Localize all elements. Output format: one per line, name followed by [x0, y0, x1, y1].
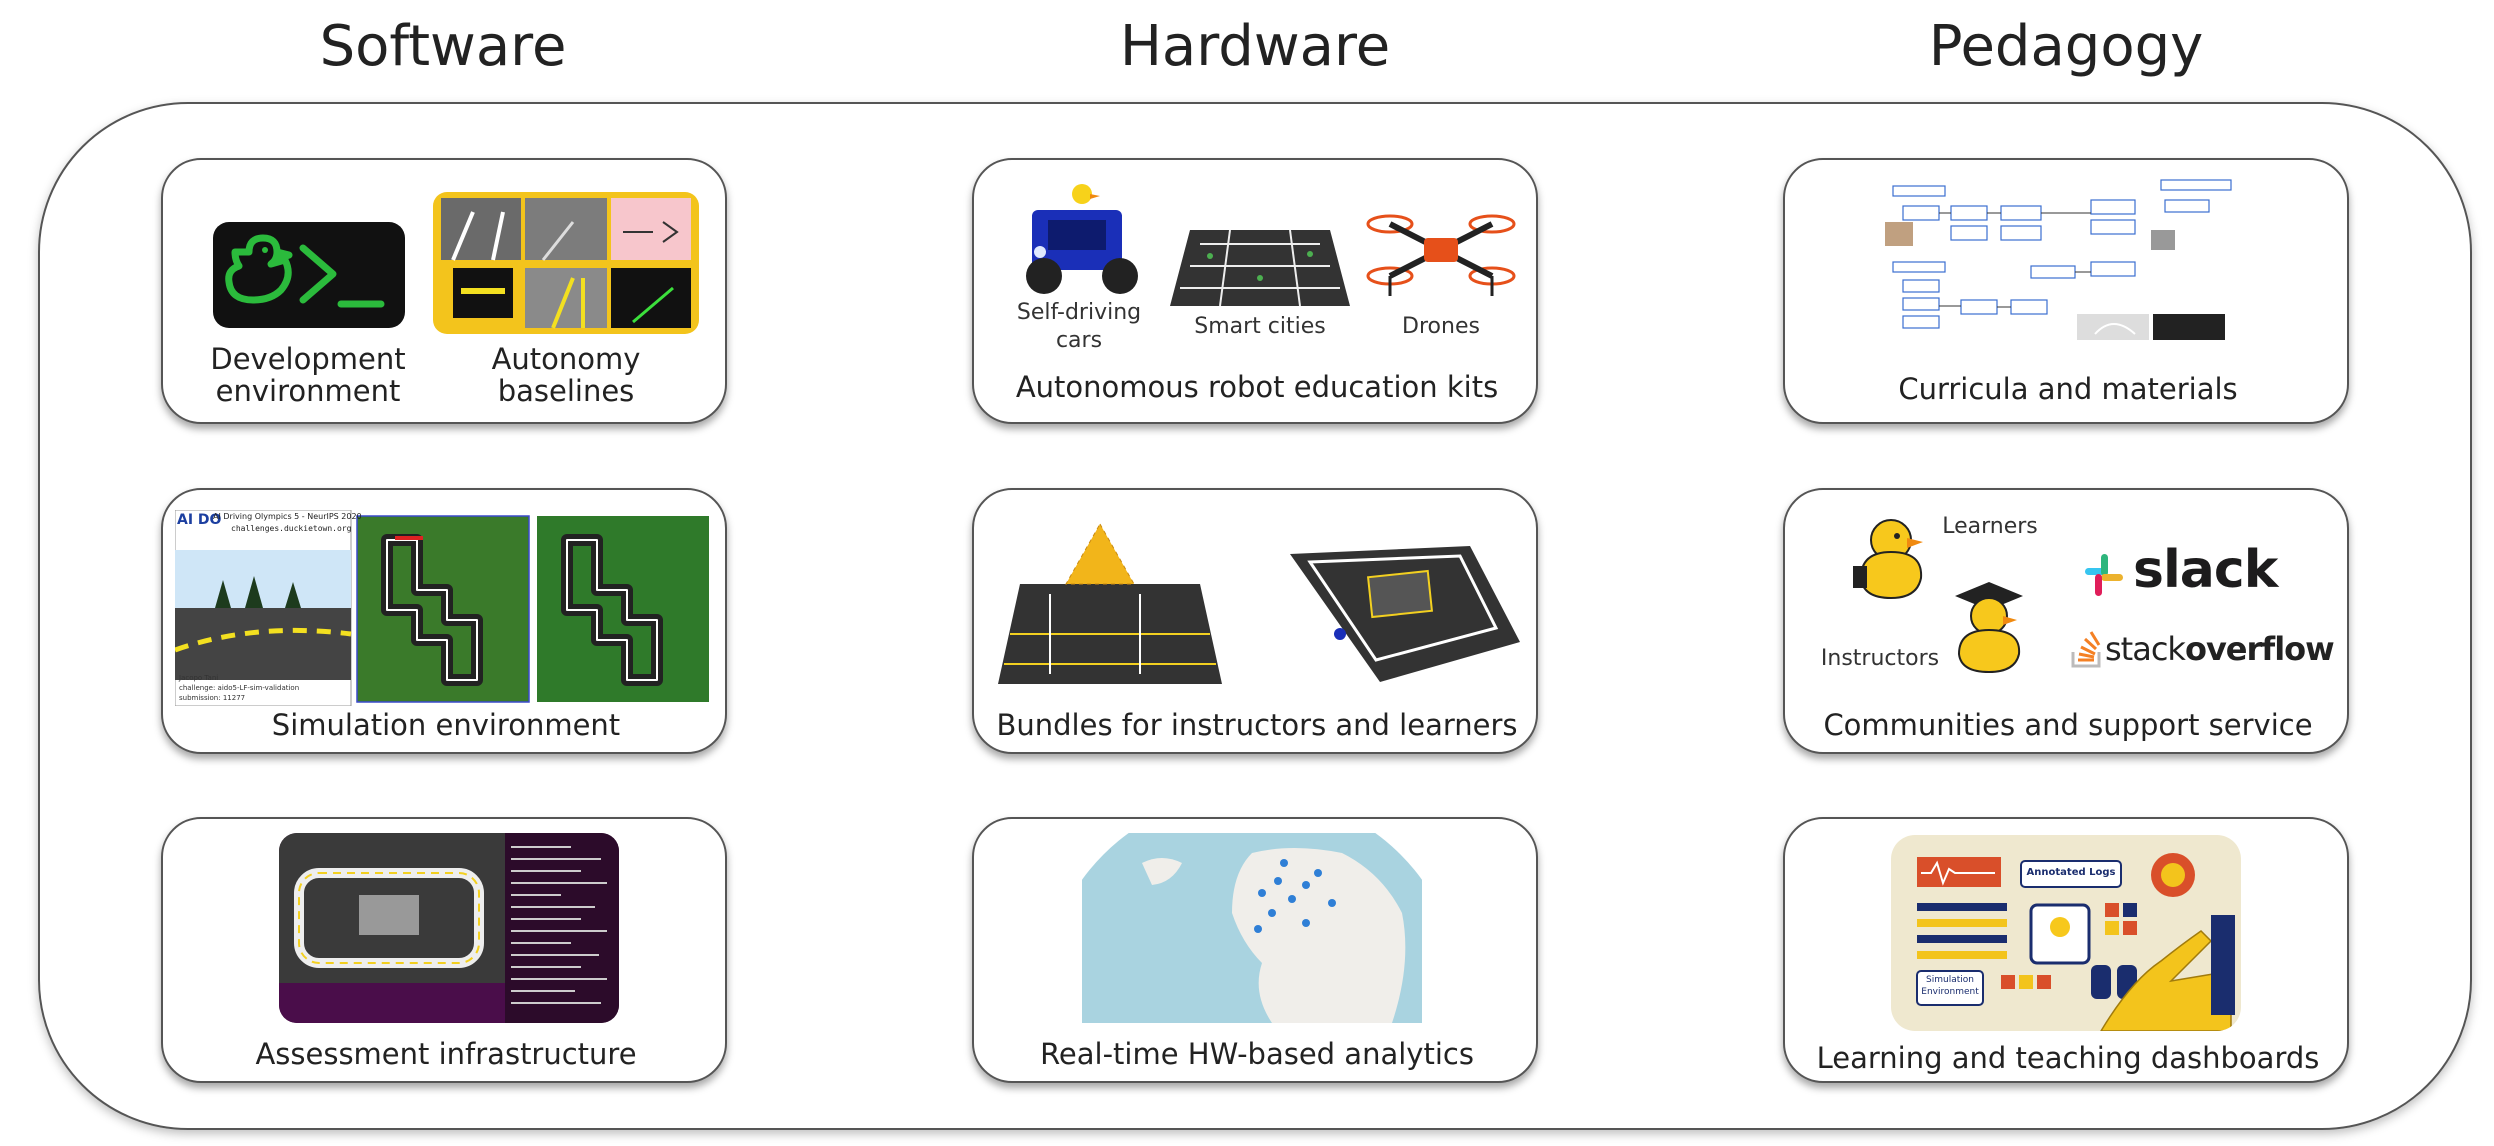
- communities-label: Communities and support service: [1823, 708, 2313, 742]
- curricula-label: Curricula and materials: [1898, 372, 2238, 406]
- autonomy-baselines-image: [433, 192, 699, 334]
- instructor-duck-icon: [1945, 580, 2031, 676]
- drones-label: Drones: [1402, 314, 1480, 339]
- drone-image: [1360, 196, 1522, 306]
- cars-label-line2: cars: [1055, 328, 1103, 353]
- dashboard-annotated-logs: Annotated Logs: [2026, 867, 2116, 878]
- pedagogy-column-title: Pedagogy: [1928, 14, 2204, 79]
- slack-logo-icon: [2079, 550, 2129, 600]
- simulation-label: Simulation environment: [271, 708, 621, 742]
- dashboard-illustration: Annotated Logs Simulation Environment: [1891, 835, 2241, 1031]
- sim-caption-2: challenge: aido5-LF-sim-validation: [179, 684, 300, 692]
- card-assessment: Assessment infrastructure: [161, 817, 727, 1083]
- software-column-title: Software: [319, 14, 567, 79]
- terminal-duck-icon: [213, 222, 405, 328]
- assessment-label: Assessment infrastructure: [255, 1037, 637, 1071]
- stackoverflow-wordmark: stackoverflow: [2105, 630, 2335, 668]
- curricula-flowchart-image: [1881, 176, 2255, 344]
- card-communities: Learners Instructors slack stackoverflow…: [1783, 488, 2349, 754]
- dev-env-label-line1: Development: [210, 342, 406, 376]
- card-analytics: Real-time HW-based analytics: [972, 817, 1538, 1083]
- outer-frame: [38, 102, 2472, 1130]
- sim-banner: AI Driving Olympics 5 - NeurIPS 2020: [213, 512, 362, 521]
- card-dashboards: Annotated Logs Simulation Environment Le…: [1783, 817, 2349, 1083]
- dashboard-sim-env-line2: Environment: [1921, 987, 1979, 997]
- smart-cities-label: Smart cities: [1194, 314, 1326, 339]
- sim-caption-3: submission: 11277: [179, 694, 246, 702]
- autonomy-label-line2: baselines: [497, 374, 635, 408]
- stackoverflow-word-stack: stack: [2105, 630, 2186, 668]
- card-bundles: Bundles for instructors and learners: [972, 488, 1538, 754]
- bundles-image: [990, 514, 1526, 694]
- dev-env-label-line2: environment: [215, 374, 401, 408]
- card-curricula: Curricula and materials: [1783, 158, 2349, 424]
- smart-city-image: [1170, 220, 1350, 310]
- sim-logo: AI DO: [177, 512, 222, 528]
- analytics-label: Real-time HW-based analytics: [1040, 1037, 1474, 1071]
- instructors-label: Instructors: [1820, 646, 1940, 671]
- card-dev-env-autonomy: Development environment Autonomy baselin…: [161, 158, 727, 424]
- world-map-image: [1082, 833, 1422, 1023]
- bundles-label: Bundles for instructors and learners: [996, 708, 1518, 742]
- cars-label-line1: Self-driving: [1016, 300, 1142, 325]
- duckiebot-image: [1012, 180, 1152, 304]
- card-simulation: AI DO AI Driving Olympics 5 - NeurIPS 20…: [161, 488, 727, 754]
- learners-label: Learners: [1942, 514, 2038, 539]
- sim-caption-1: Jacopo Tani: [179, 674, 219, 682]
- slack-wordmark: slack: [2133, 540, 2278, 600]
- stackoverflow-word-overflow: overflow: [2184, 630, 2335, 668]
- simulation-image: AI DO AI Driving Olympics 5 - NeurIPS 20…: [175, 510, 715, 706]
- autonomy-label-line1: Autonomy: [491, 342, 641, 376]
- learner-duck-icon: [1847, 516, 1931, 602]
- dashboard-sim-env-line1: Simulation: [1926, 975, 1974, 985]
- stackoverflow-logo-icon: [2069, 626, 2103, 670]
- hardware-column-title: Hardware: [1119, 14, 1391, 79]
- sim-url: challenges.duckietown.org: [231, 524, 352, 533]
- dashboards-label: Learning and teaching dashboards: [1816, 1041, 2320, 1075]
- card-robot-kits: Self-driving cars Smart cities Drones Au…: [972, 158, 1538, 424]
- robot-kits-label: Autonomous robot education kits: [1015, 370, 1499, 404]
- assessment-image: [279, 833, 619, 1023]
